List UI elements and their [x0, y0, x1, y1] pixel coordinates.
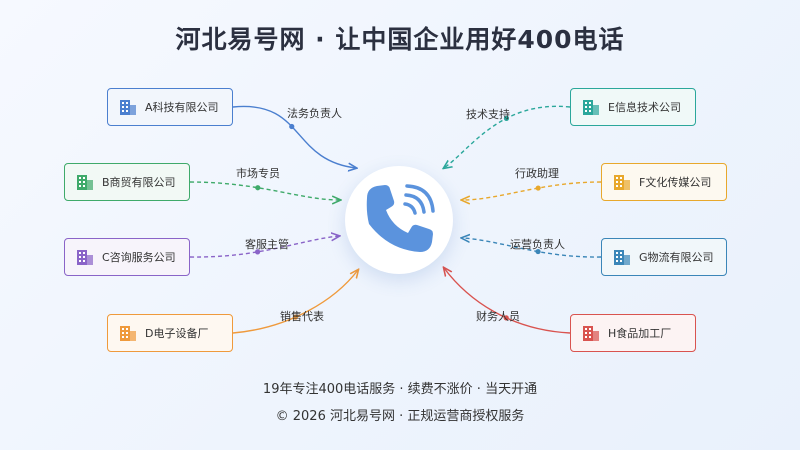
- building-icon: [77, 175, 93, 190]
- company-card[interactable]: F文化传媒公司: [601, 163, 727, 201]
- connector-3: [189, 236, 339, 258]
- company-card[interactable]: C咨询服务公司: [64, 238, 190, 276]
- connector-7: [462, 238, 602, 258]
- company-name: F文化传媒公司: [639, 176, 712, 189]
- footer-copyright: © 2026 河北易号网 · 正规运营商授权服务: [275, 409, 525, 424]
- connector-dot: [254, 249, 261, 255]
- role-label: 销售代表: [280, 310, 324, 323]
- company-name: B商贸有限公司: [102, 176, 176, 189]
- connector-8: [444, 268, 571, 334]
- building-icon: [583, 326, 599, 341]
- building-icon: [614, 250, 630, 265]
- connector-6: [462, 181, 602, 200]
- connector-dot: [535, 248, 541, 255]
- company-name: E信息技术公司: [608, 101, 681, 114]
- connector-1: [232, 105, 356, 168]
- company-card[interactable]: H食品加工厂: [570, 314, 696, 352]
- company-card[interactable]: E信息技术公司: [570, 88, 696, 126]
- role-label: 行政助理: [515, 167, 559, 180]
- connector-dot: [255, 185, 261, 191]
- building-icon: [77, 250, 93, 265]
- company-name: H食品加工厂: [608, 327, 672, 340]
- connector-4: [232, 270, 358, 334]
- connector-dot: [292, 314, 299, 320]
- role-label: 运营负责人: [510, 238, 565, 251]
- role-label: 客服主管: [245, 238, 289, 251]
- connector-dot: [503, 115, 510, 121]
- building-icon: [583, 100, 599, 115]
- company-card[interactable]: B商贸有限公司: [64, 163, 190, 201]
- role-label: 技术支持: [466, 108, 510, 121]
- connector-5: [444, 105, 571, 168]
- role-label: 财务人员: [476, 310, 520, 323]
- company-name: C咨询服务公司: [102, 251, 176, 264]
- phone-hub: [345, 166, 453, 274]
- connector-dot: [503, 315, 509, 321]
- company-name: D电子设备厂: [145, 327, 209, 340]
- company-card[interactable]: G物流有限公司: [601, 238, 727, 276]
- building-icon: [120, 100, 136, 115]
- role-label: 法务负责人: [287, 107, 342, 120]
- phone-icon: [366, 184, 435, 252]
- building-icon: [120, 326, 136, 341]
- connector-dot: [535, 185, 541, 191]
- footer-tagline: 19年专注400电话服务 · 续费不涨价 · 当天开通: [262, 382, 538, 397]
- company-name: A科技有限公司: [145, 101, 219, 114]
- company-card[interactable]: D电子设备厂: [107, 314, 233, 352]
- connector-2: [189, 181, 340, 200]
- building-icon: [614, 175, 630, 190]
- company-card[interactable]: A科技有限公司: [107, 88, 233, 126]
- connector-dot: [289, 123, 295, 130]
- page-title: 河北易号网 · 让中国企业用好400电话: [175, 25, 625, 54]
- company-name: G物流有限公司: [639, 251, 714, 264]
- role-label: 市场专员: [236, 167, 280, 180]
